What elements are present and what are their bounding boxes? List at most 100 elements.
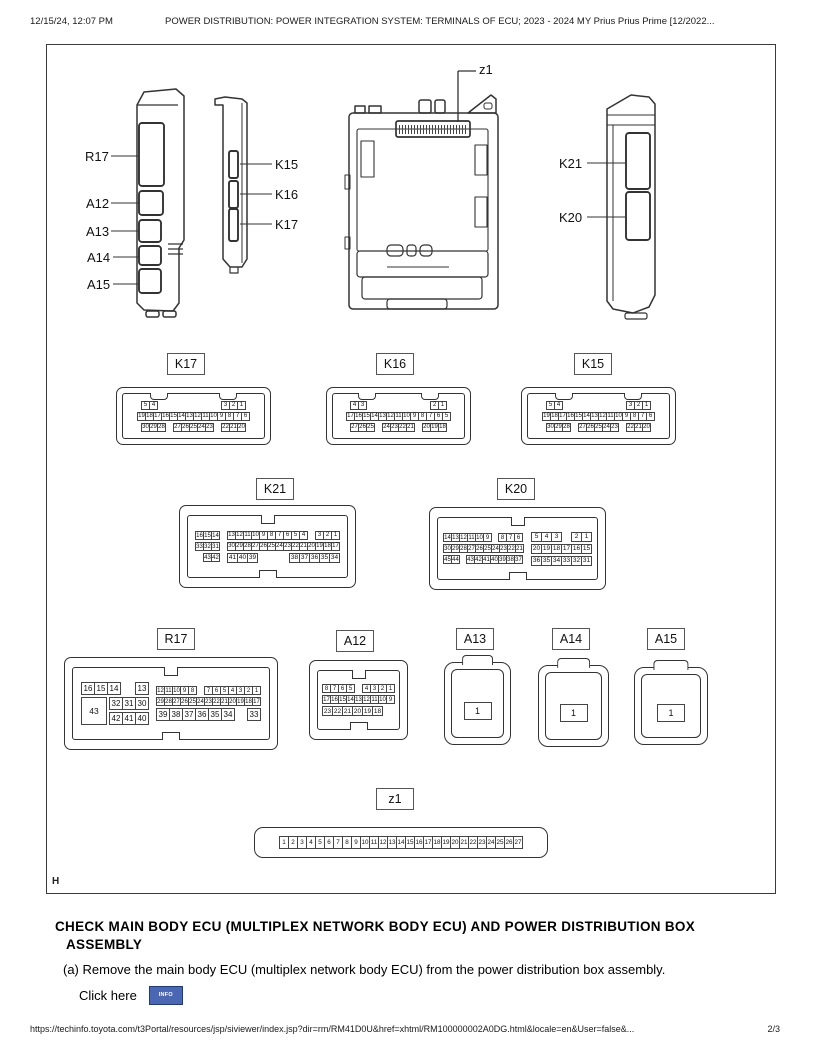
pin-R17-32: 32: [109, 697, 123, 710]
pin-R17-36: 36: [195, 708, 209, 721]
pin-R17-14: 14: [107, 682, 121, 695]
info-button[interactable]: INFO: [148, 986, 183, 1005]
pin-K15-1: 1: [642, 400, 651, 410]
pin-A15-1: 1: [657, 704, 685, 722]
callout-R17: R17: [85, 149, 109, 164]
tag-R17: R17: [157, 628, 195, 650]
tag-K17: K17: [167, 353, 205, 375]
pin-K20-15: 15: [581, 543, 592, 554]
connector-plate: 1: [641, 674, 701, 738]
print-footer: https://techinfo.toyota.com/t3Portal/res…: [0, 1024, 816, 1038]
pin-R17-34: 34: [221, 708, 235, 721]
pin-K16-5: 5: [442, 411, 451, 421]
pin-K16-21: 21: [406, 422, 415, 432]
pin-A12-9: 9: [386, 695, 395, 704]
pin-R17-13: 13: [135, 682, 149, 695]
pin-K16-1: 1: [438, 400, 447, 410]
print-date: 12/15/24, 12:07 PM: [30, 16, 113, 27]
pin-R17-1: 1: [252, 686, 261, 695]
pin-K15-6: 6: [646, 411, 655, 421]
right-ecu-connector-blocks: [625, 132, 651, 241]
pin-row: 1: [559, 704, 588, 722]
ecu-overview-drawing: [111, 70, 656, 320]
pin-K21-39: 39: [247, 552, 258, 563]
pin-group: 13: [135, 682, 149, 695]
pin-K21-31: 31: [211, 542, 220, 551]
callout-A12: A12: [86, 196, 110, 211]
pin-z1-27: 27: [513, 836, 523, 849]
pin-A12-1: 1: [386, 684, 395, 693]
pin-R17-42: 42: [109, 712, 123, 725]
pin-R17-37: 37: [182, 708, 196, 721]
pin-K20-1: 1: [581, 531, 592, 542]
pin-group: 33: [247, 708, 261, 721]
pin-R17-38: 38: [169, 708, 183, 721]
pin-K15-28: 28: [562, 422, 571, 432]
pin-K16-25: 25: [366, 422, 375, 432]
pin-A14-1: 1: [559, 704, 588, 722]
pin-group: 1: [559, 704, 588, 722]
tag-z1: z1: [376, 788, 414, 810]
pin-R17-17: 17: [252, 697, 261, 706]
pin-block: 1: [657, 704, 685, 722]
pin-group: 1: [463, 701, 492, 720]
bracket-connector-slots: [228, 150, 239, 242]
pin-R17-30: 30: [135, 697, 149, 710]
tag-K20: K20: [497, 478, 535, 500]
pin-K20-44: 44: [451, 555, 460, 564]
click-here-row: Click here INFO: [79, 986, 183, 1005]
tag-A13: A13: [456, 628, 494, 650]
callout-K16: K16: [275, 187, 299, 202]
pin-K21-42: 42: [211, 553, 220, 562]
tag-A15: A15: [647, 628, 685, 650]
pin-K20-21: 21: [515, 544, 524, 553]
click-here-label: Click here: [79, 988, 137, 1003]
callout-K20: K20: [559, 210, 583, 225]
connector-shell: 1: [538, 665, 609, 747]
connector-plate: 1: [545, 672, 602, 740]
pin-K17-6: 6: [241, 411, 250, 421]
callout-K17: K17: [275, 217, 299, 232]
callout-A14: A14: [87, 250, 111, 265]
